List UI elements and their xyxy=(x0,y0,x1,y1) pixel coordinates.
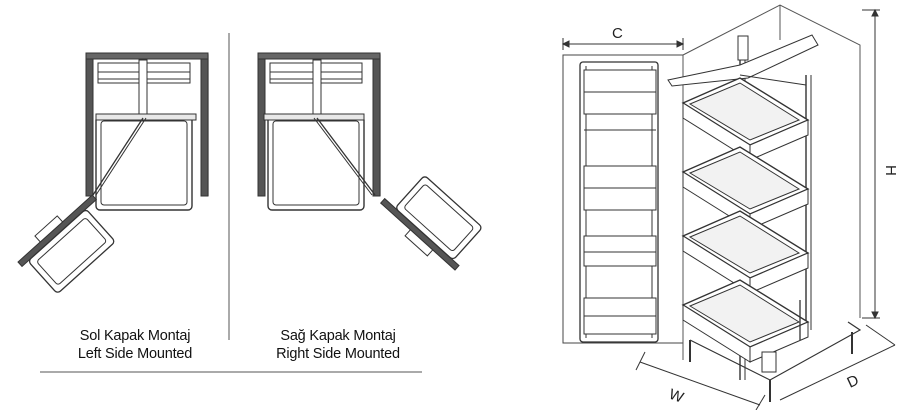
caption-left-turkish: Sol Kapak Montaj xyxy=(79,328,191,344)
tray-1 xyxy=(681,77,810,161)
door-rack xyxy=(579,61,659,343)
right-mounted-top-view xyxy=(257,52,482,271)
label-c: C xyxy=(612,25,623,42)
label-d: D xyxy=(845,372,862,392)
tray-3 xyxy=(681,210,810,294)
left-mounted-top-view xyxy=(17,52,209,293)
dimension-d xyxy=(779,324,896,401)
caption-right-english: Right Side Mounted xyxy=(276,346,400,362)
label-w: W xyxy=(667,386,687,407)
dimension-c xyxy=(561,38,685,50)
caption-left-english: Left Side Mounted xyxy=(77,346,193,362)
tray-2 xyxy=(681,146,810,230)
label-h: H xyxy=(882,165,899,176)
caption-left-mounted: Sol Kapak Montaj Left Side Mounted xyxy=(50,327,220,363)
dimension-w xyxy=(635,351,766,410)
dimension-h xyxy=(862,8,880,320)
isometric-view xyxy=(561,4,896,410)
caption-right-turkish: Sağ Kapak Montaj xyxy=(280,328,396,344)
caption-right-mounted: Sağ Kapak Montaj Right Side Mounted xyxy=(248,327,428,363)
tray-4 xyxy=(681,279,810,363)
